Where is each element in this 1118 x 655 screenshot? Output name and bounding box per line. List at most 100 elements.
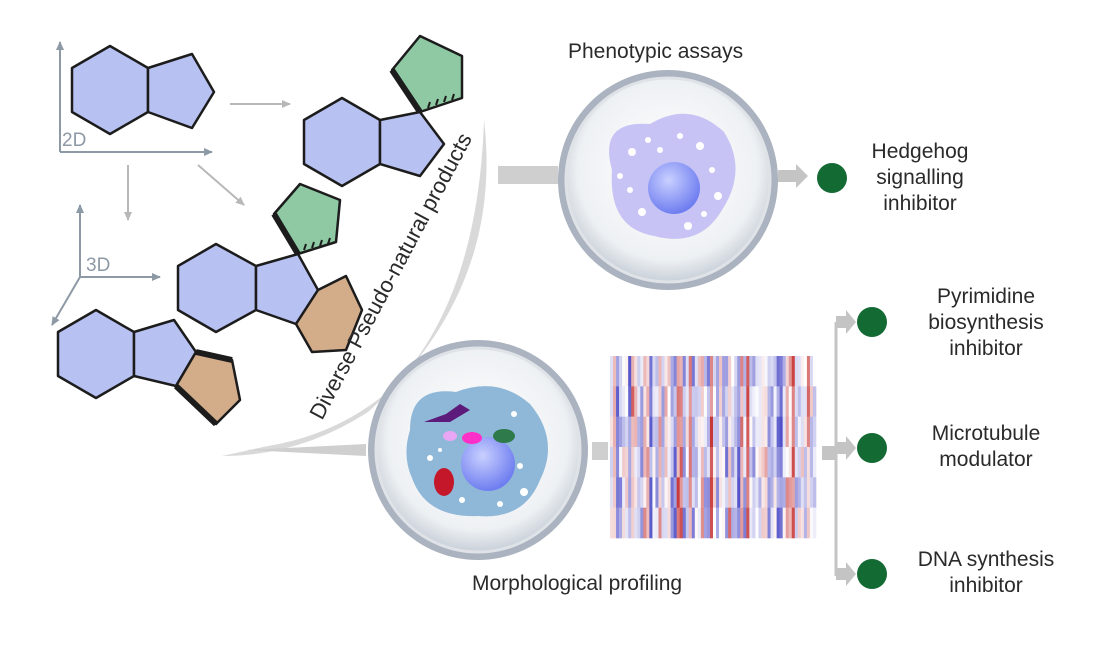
- heatmap-cell: [634, 386, 638, 417]
- arrow-to-pyrimidine: [836, 310, 856, 334]
- heatmap-cell: [652, 356, 656, 387]
- heatmap-cell: [694, 477, 699, 508]
- heatmap-cell: [782, 416, 787, 448]
- heatmap-cell: [706, 356, 711, 387]
- heatmap-cell: [622, 507, 626, 539]
- heatmap-cell: [700, 386, 705, 417]
- heatmap-cell: [749, 416, 753, 448]
- heatmap-cell: [809, 477, 814, 508]
- outcome-hedgehog-line2: signalling: [876, 166, 964, 189]
- heatmap-cell: [806, 416, 811, 448]
- heatmap-cell: [803, 386, 808, 417]
- heatmap-cell: [764, 416, 768, 448]
- heatmap-cell: [691, 477, 696, 508]
- heatmap-cell: [640, 386, 644, 417]
- heatmap-cell: [737, 507, 741, 539]
- hit-dot: [857, 559, 887, 589]
- heatmap-cell: [764, 507, 768, 539]
- heatmap-cell: [782, 447, 787, 478]
- heatmap-cell: [679, 416, 684, 448]
- heatmap-cell: [755, 477, 759, 508]
- heatmap-cell: [743, 416, 747, 448]
- heatmap-cell: [694, 507, 699, 539]
- heatmap-cell: [664, 386, 668, 417]
- heatmap-cell: [779, 507, 783, 539]
- heatmap-cell: [806, 447, 811, 478]
- outcome-dna-synthesis: DNA synthesis inhibitor: [857, 548, 1054, 597]
- heatmap-cell: [679, 447, 684, 478]
- heatmap-cell: [643, 416, 647, 448]
- heatmap-cell: [734, 386, 738, 417]
- spiro-scaffold-middle: [176, 182, 364, 354]
- heatmap-cell: [794, 477, 799, 508]
- heatmap-cell: [803, 356, 808, 387]
- heatmap-cell: [640, 416, 644, 448]
- heatmap-cell: [703, 447, 708, 478]
- heatmap-cell: [758, 477, 762, 508]
- heatmap-cell: [800, 507, 805, 539]
- heatmap-cell: [616, 507, 620, 539]
- heatmap-cell: [688, 356, 693, 387]
- outcome-hedgehog-line1: Hedgehog: [872, 140, 969, 163]
- heatmap-cell: [758, 416, 762, 448]
- heatmap-cell: [646, 386, 650, 417]
- axis-2d-label: 2D: [62, 130, 86, 151]
- heatmap-cell: [694, 416, 699, 448]
- heatmap-cell: [670, 416, 674, 448]
- heatmap-cell: [776, 447, 780, 478]
- heatmap-cell: [794, 386, 799, 417]
- heatmap-cell: [785, 507, 790, 539]
- heatmap-cell: [709, 356, 714, 387]
- heatmap-cell: [673, 447, 677, 478]
- heatmap-cell: [722, 447, 726, 478]
- heatmap-cell: [791, 507, 796, 539]
- heatmap-cell: [740, 477, 744, 508]
- heatmap-cell: [634, 416, 638, 448]
- heatmap-cell: [637, 507, 641, 539]
- heatmap-cell: [709, 416, 714, 448]
- heatmap-cell: [812, 477, 817, 508]
- heatmap-cell: [700, 356, 705, 387]
- heatmap-cell: [713, 447, 717, 478]
- heatmap-cell: [652, 507, 656, 539]
- heatmap-cell: [676, 447, 680, 478]
- heatmap-cell: [619, 507, 623, 539]
- outcome-dna-line2: inhibitor: [949, 574, 1023, 597]
- heatmap-cell: [691, 386, 696, 417]
- heatmap-cell: [764, 447, 768, 478]
- heatmap-cell: [649, 356, 653, 387]
- heatmap-cell: [658, 507, 662, 539]
- heatmap-cell: [734, 477, 738, 508]
- outcome-microtubule-line2: modulator: [939, 448, 1032, 471]
- heatmap-cell: [619, 356, 623, 387]
- heatmap-cell: [610, 356, 614, 387]
- heatmap-cell: [761, 416, 765, 448]
- connector-to-dish-top: [498, 166, 558, 184]
- heatmap-cell: [709, 386, 714, 417]
- heatmap-cell: [734, 356, 738, 387]
- heatmap-cell: [682, 356, 687, 387]
- heatmap-cell: [770, 416, 774, 448]
- heatmap-cell: [613, 447, 617, 478]
- heatmap-cell: [667, 447, 671, 478]
- heatmap-cell: [755, 507, 759, 539]
- heatmap-cell: [725, 356, 729, 387]
- heatmap-cell: [770, 477, 774, 508]
- heatmap-cell: [809, 507, 814, 539]
- heatmap-cell: [703, 416, 708, 448]
- heatmap-cell: [661, 447, 665, 478]
- heatmap-cell: [776, 477, 780, 508]
- heatmap-cell: [655, 477, 659, 508]
- heatmap-cell: [722, 386, 726, 417]
- heatmap-cell: [719, 356, 723, 387]
- heatmap-cell: [664, 356, 668, 387]
- heatmap-cell: [785, 447, 790, 478]
- heatmap-cell: [809, 416, 814, 448]
- heatmap-cell: [773, 507, 777, 539]
- heatmap-cell: [812, 356, 817, 387]
- transition-arrows: [124, 100, 291, 221]
- heatmap-cell: [806, 386, 811, 417]
- heatmap-cell: [700, 507, 705, 539]
- heatmap-cell: [631, 507, 635, 539]
